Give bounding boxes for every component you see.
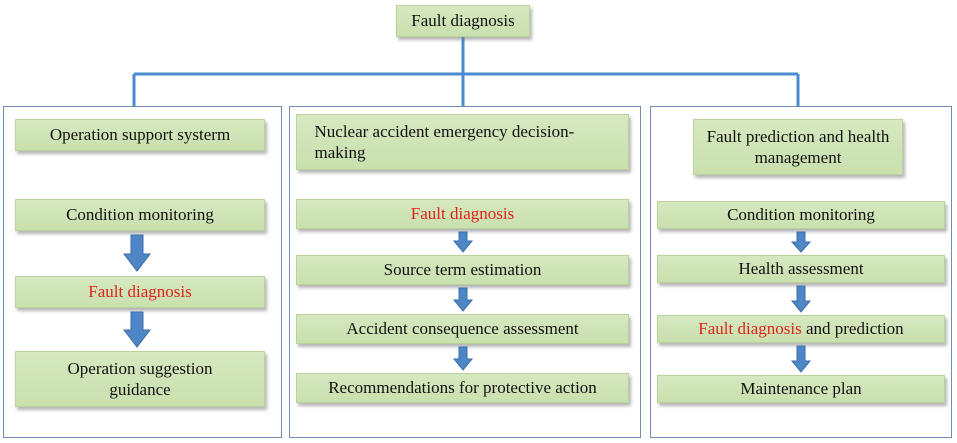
down-arrow-icon	[122, 311, 152, 348]
col2-step-box: Accident consequence assessment	[296, 314, 629, 344]
root-node: Fault diagnosis	[396, 5, 530, 37]
col3-title: Fault prediction and health management	[706, 126, 890, 167]
col1-step-label: Fault diagnosis	[88, 282, 192, 302]
col3-step-box: Health assessment	[657, 255, 945, 283]
down-arrow-icon	[452, 287, 474, 312]
col2-step-box-highlight: Fault diagnosis	[296, 199, 629, 229]
col1-step-box: Condition monitoring	[15, 199, 265, 231]
col3-step-box: Maintenance plan	[657, 375, 945, 403]
down-arrow-icon	[790, 345, 812, 373]
col3-step-label: Health assessment	[738, 259, 864, 279]
col2-title: Nuclear accident emergency decision-maki…	[314, 121, 575, 162]
col1-step-box-highlight: Fault diagnosis	[15, 276, 265, 308]
col1-title: Operation support systerm	[49, 125, 231, 145]
down-arrow-icon	[452, 346, 474, 371]
col2-step-label: Fault diagnosis	[410, 204, 515, 224]
col3-title-box: Fault prediction and health management	[693, 119, 903, 175]
down-arrow-icon	[790, 285, 812, 313]
down-arrow-icon	[790, 231, 812, 253]
col1-step-box: Operation suggestion guidance	[15, 351, 265, 407]
col3-step-label: Fault diagnosis and prediction	[698, 318, 903, 339]
col3-step-box: Condition monitoring	[657, 201, 945, 229]
col2-title-box: Nuclear accident emergency decision-maki…	[296, 114, 629, 170]
down-arrow-icon	[122, 234, 152, 272]
root-label: Fault diagnosis	[411, 11, 515, 31]
col1-step-label: Condition monitoring	[66, 205, 214, 225]
col2-step-label: Recommendations for protective action	[328, 378, 597, 398]
down-arrow-icon	[452, 231, 474, 253]
col3-step-label-rest: and prediction	[801, 319, 904, 339]
col2-step-label: Source term estimation	[383, 260, 542, 280]
col2-step-label: Accident consequence assessment	[346, 319, 579, 339]
col2-step-box: Source term estimation	[296, 255, 629, 285]
col2-step-box: Recommendations for protective action	[296, 373, 629, 403]
col3-step-label-highlight: Fault diagnosis	[698, 319, 802, 339]
col3-step-label: Condition monitoring	[727, 205, 875, 225]
col1-title-box: Operation support systerm	[15, 119, 265, 151]
col1-step-label: Operation suggestion guidance	[67, 358, 213, 399]
col3-step-label: Maintenance plan	[740, 379, 862, 399]
col3-step-box: Fault diagnosis and prediction	[657, 315, 945, 343]
